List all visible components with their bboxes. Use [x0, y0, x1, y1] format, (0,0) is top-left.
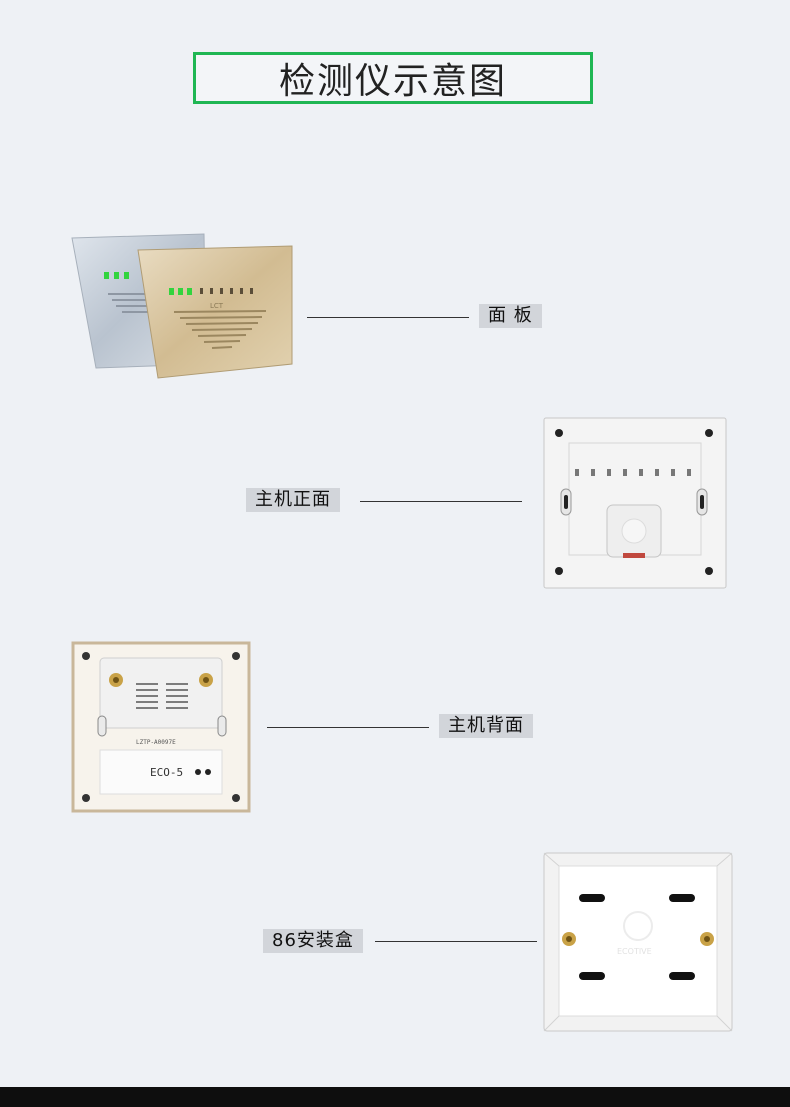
host-back-leader-line — [267, 727, 429, 728]
page-title: 检测仪示意图 — [193, 52, 593, 104]
panel-logo: LCT — [210, 302, 224, 310]
host-back-label: 主机背面 — [439, 714, 533, 738]
host-back-model-text: LZTP-A0097E — [136, 739, 176, 746]
host-back-eco-text: ECO-5 — [150, 766, 183, 779]
mount-box-leader-line — [375, 941, 537, 942]
host-front-label: 主机正面 — [246, 488, 340, 512]
bottom-bar — [0, 1087, 790, 1107]
panel-leader-line — [307, 317, 469, 318]
mount-box-label: 86安装盒 — [263, 929, 363, 953]
host-back-image: LZTP-A0097E ECO-5 — [71, 641, 251, 813]
mount-box-image: ECOTIVE — [543, 852, 733, 1032]
host-front-leader-line — [360, 501, 522, 502]
panel-image: LCT — [71, 233, 293, 379]
host-front-image — [543, 417, 727, 589]
panel-label: 面 板 — [479, 304, 542, 328]
mount-box-logo-text: ECOTIVE — [617, 947, 652, 956]
